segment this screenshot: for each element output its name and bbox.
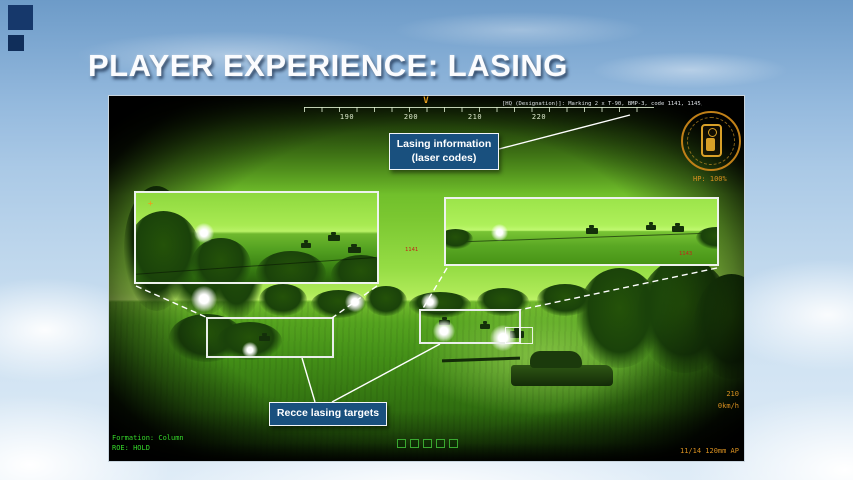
- callout-recce-lasing-targets: Recce lasing targets: [269, 402, 387, 426]
- zoom-inset-left: +: [134, 191, 379, 284]
- heading-speed-readout: 210 0km/h: [718, 388, 739, 412]
- deco-square-small: [8, 35, 24, 51]
- ammo-selector-cells: [397, 439, 458, 448]
- laser-code-marker: 1143: [679, 251, 693, 257]
- tree-silhouette: [191, 238, 251, 282]
- ammo-cell: [423, 439, 432, 448]
- target-box-small: [505, 327, 533, 344]
- tree-silhouette: [696, 227, 717, 249]
- speed-value: 0km/h: [717, 402, 739, 410]
- tank-turret: [530, 351, 582, 368]
- flare-blob: [194, 223, 214, 243]
- deco-square-large: [8, 5, 33, 30]
- callout-lasing-information: Lasing information (laser codes): [389, 133, 499, 171]
- ammo-cell: [436, 439, 445, 448]
- tank-hull: [511, 365, 613, 386]
- formation-roe-readout: Formation: Column ROE: HOLD: [112, 433, 184, 453]
- vehicle-silhouette: [301, 240, 311, 248]
- tree-silhouette: [365, 286, 407, 316]
- vehicle-silhouette: [672, 223, 684, 232]
- ammo-cell: [397, 439, 406, 448]
- flare-blob: [345, 292, 365, 312]
- vehicle-silhouette: [646, 222, 656, 230]
- compass-tick-label: 190: [339, 113, 355, 121]
- ammo-cell: [449, 439, 458, 448]
- vehicle-silhouette: [328, 232, 340, 241]
- ammo-status-gauge-icon: [681, 111, 741, 171]
- heading-v-marker-icon: V: [423, 96, 429, 106]
- tree-silhouette: [259, 284, 307, 316]
- heading-value: 210: [726, 390, 739, 398]
- slide-title: PLAYER EXPERIENCE: LASING: [88, 48, 568, 83]
- tree-silhouette: [256, 251, 326, 282]
- compass-tick-label: 220: [531, 113, 547, 121]
- target-box-left: [206, 317, 334, 358]
- laser-code-marker: 1141: [405, 247, 419, 253]
- formation-line: Formation: Column: [112, 434, 184, 442]
- horizon-line: [446, 232, 717, 243]
- roe-line: ROE: HOLD: [112, 444, 150, 452]
- flare-blob: [491, 224, 508, 241]
- vehicle-silhouette: [348, 244, 361, 253]
- hq-radio-message: [HQ (Designation)]: Marking 2 x T-90, BM…: [502, 101, 702, 107]
- zoom-inset-right: 1143: [444, 197, 719, 266]
- ammo-cell: [410, 439, 419, 448]
- target-box-middle: [419, 309, 521, 344]
- hp-readout: HP: 100%: [693, 175, 727, 183]
- game-screenshot: 190 200 210 220 V [HQ (Designation)]: Ma…: [108, 95, 745, 462]
- compass-tape: [304, 107, 654, 112]
- reticle-marker-icon: +: [148, 199, 153, 208]
- round-in-chamber-icon: [701, 124, 722, 157]
- tree-silhouette: [446, 229, 473, 249]
- flare-blob: [191, 286, 217, 312]
- compass-tick-label: 200: [403, 113, 419, 121]
- vehicle-silhouette: [586, 225, 598, 234]
- compass-tick-label: 210: [467, 113, 483, 121]
- ammo-count-readout: 11/14 120mm AP: [679, 447, 739, 455]
